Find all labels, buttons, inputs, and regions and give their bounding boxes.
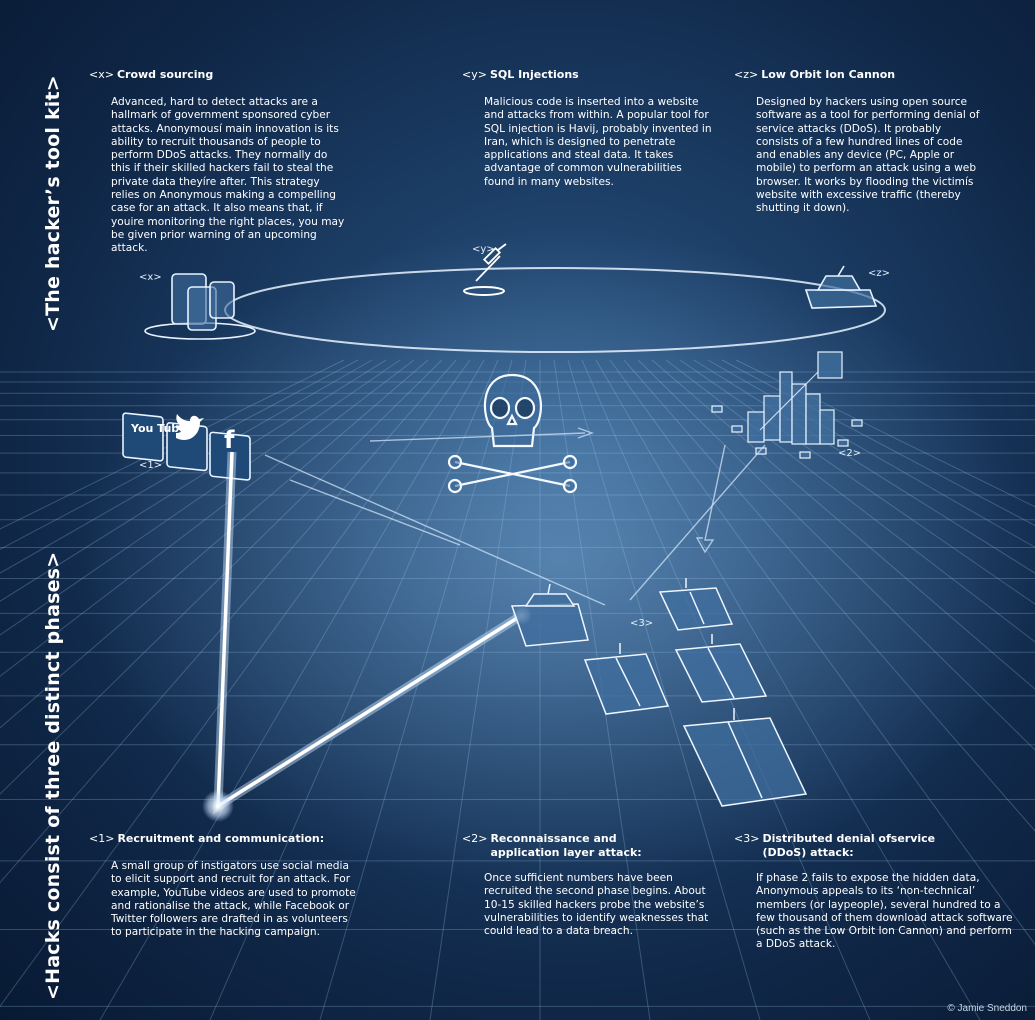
tool-ring-y-pad bbox=[463, 286, 505, 296]
tool-sql-injections: <y>SQL Injections Malicious code is inse… bbox=[462, 68, 712, 189]
tanks-group bbox=[510, 578, 808, 807]
tool-text: Advanced, hard to detect attacks are a h… bbox=[111, 96, 345, 255]
phase-text: A small group of instigators use social … bbox=[111, 860, 356, 939]
phase-text: Once sufficient numbers have been recrui… bbox=[484, 872, 709, 938]
label-x: <x> bbox=[139, 272, 162, 283]
city-icon bbox=[711, 351, 863, 459]
tool-text: Malicious code is inserted into a websit… bbox=[484, 96, 712, 188]
tool-tag: <z> bbox=[734, 68, 759, 81]
tool-text: Designed by hackers using open source so… bbox=[756, 96, 980, 215]
flow-arrows bbox=[264, 427, 766, 606]
phase-title: Recruitment and communication: bbox=[117, 832, 325, 845]
label-phase-2: <2> bbox=[838, 448, 862, 459]
phase-reconnaissance: <2>Reconnaissance and application layer … bbox=[462, 832, 712, 938]
tool-low-orbit-ion-cannon: <z>Low Orbit Ion Cannon Designed by hack… bbox=[734, 68, 984, 216]
devices-icon bbox=[144, 273, 256, 340]
title-toolkit: <The hacker’s tool kit> bbox=[42, 75, 64, 332]
tool-title: SQL Injections bbox=[489, 68, 579, 81]
phase-recruitment: <1>Recruitment and communication: A smal… bbox=[89, 832, 359, 940]
tool-tag: <x> bbox=[89, 68, 114, 81]
youtube-logo: You Tube bbox=[130, 422, 187, 435]
label-y: <y> bbox=[472, 244, 495, 255]
tank bbox=[658, 578, 734, 631]
label-phase-3: <3> bbox=[630, 618, 654, 629]
tool-tag: <y> bbox=[462, 68, 487, 81]
phase-title: Distributed denial ofservice (DDoS) atta… bbox=[762, 832, 936, 859]
tool-crowd-sourcing: <x>Crowd sourcing Advanced, hard to dete… bbox=[89, 68, 347, 256]
facebook-logo: f bbox=[224, 426, 235, 454]
social-media-icons: You Tube f bbox=[122, 412, 251, 481]
syringe-icon bbox=[475, 243, 507, 282]
phase-ddos: <3>Distributed denial ofservice (DDoS) a… bbox=[734, 832, 1019, 952]
tank bbox=[583, 643, 670, 715]
phase-text: If phase 2 fails to expose the hidden da… bbox=[756, 872, 1013, 951]
skull-crossbones-icon bbox=[447, 373, 578, 494]
label-phase-1: <1> bbox=[139, 460, 163, 471]
tool-title: Crowd sourcing bbox=[116, 68, 214, 81]
title-phases: <Hacks consist of three distinct phases> bbox=[42, 551, 64, 1000]
twitter-logo bbox=[176, 414, 204, 441]
ion-cannon-icon bbox=[804, 265, 878, 309]
tool-title: Low Orbit Ion Cannon bbox=[761, 68, 896, 81]
tank bbox=[674, 634, 768, 703]
phase-title: Reconnaissance and application layer att… bbox=[490, 832, 642, 859]
phase-tag: <1> bbox=[89, 832, 115, 845]
phase-tag: <2> bbox=[462, 832, 488, 845]
phase-tag: <3> bbox=[734, 832, 760, 845]
tank-lead bbox=[510, 583, 589, 647]
tank bbox=[682, 708, 808, 807]
label-z: <z> bbox=[868, 268, 891, 279]
credit: © Jamie Sneddon bbox=[947, 1003, 1027, 1014]
